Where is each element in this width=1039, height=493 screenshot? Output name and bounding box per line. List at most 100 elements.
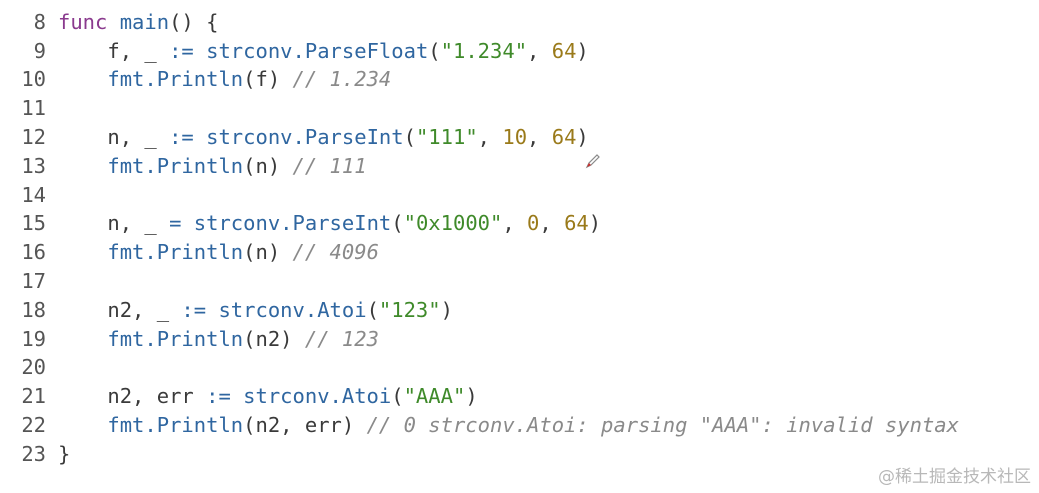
code-token: 10 bbox=[502, 124, 528, 149]
code-token: (n) bbox=[243, 240, 293, 265]
code-token: fmt.Println bbox=[107, 67, 244, 92]
line-content: n2, err := strconv.Atoi("AAA") bbox=[58, 382, 477, 411]
line-content: n, _ = strconv.ParseInt("0x1000", 0, 64) bbox=[58, 209, 601, 238]
line-content: fmt.Println(n) // 4096 bbox=[58, 238, 379, 267]
line-number: 22 bbox=[21, 412, 46, 437]
code-line[interactable]: 15 n, _ = strconv.ParseInt("0x1000", 0, … bbox=[0, 209, 1039, 238]
code-line[interactable]: 19 fmt.Println(n2) // 123 bbox=[0, 325, 1039, 354]
line-number: 12 bbox=[21, 124, 46, 149]
code-token: // 123 bbox=[304, 326, 379, 351]
pencil-cursor-icon bbox=[585, 154, 600, 169]
code-token: , bbox=[502, 211, 528, 236]
code-token: n2, _ bbox=[58, 297, 182, 322]
code-token: 64 bbox=[564, 211, 589, 236]
line-number: 10 bbox=[21, 67, 46, 92]
code-token: := bbox=[206, 384, 231, 409]
code-token: n2, err bbox=[58, 384, 207, 409]
line-content: fmt.Println(n2) // 123 bbox=[58, 325, 379, 354]
code-token: fmt.Println bbox=[107, 326, 244, 351]
code-line[interactable]: 14 bbox=[0, 181, 1039, 210]
code-line[interactable]: 9 f, _ := strconv.ParseFloat("1.234", 64… bbox=[0, 37, 1039, 66]
code-token: ) bbox=[576, 38, 589, 63]
code-line[interactable]: 8 func main() { bbox=[0, 8, 1039, 37]
code-line[interactable]: 12 n, _ := strconv.ParseInt("111", 10, 6… bbox=[0, 123, 1039, 152]
code-token: n, _ bbox=[58, 211, 170, 236]
code-line[interactable]: 20 bbox=[0, 353, 1039, 382]
line-number: 9 bbox=[33, 38, 46, 63]
line-content: fmt.Println(n2, err) // 0 strconv.Atoi: … bbox=[58, 411, 959, 440]
line-content: } bbox=[58, 440, 70, 469]
line-number: 20 bbox=[21, 355, 46, 380]
code-token: // 4096 bbox=[292, 240, 379, 265]
code-area[interactable]: 78func main() {9 f, _ := strconv.ParseFl… bbox=[0, 0, 1039, 469]
code-token: // 111 bbox=[292, 153, 367, 178]
code-line[interactable]: 16 fmt.Println(n) // 4096 bbox=[0, 238, 1039, 267]
code-token bbox=[231, 384, 243, 408]
line-number: 18 bbox=[21, 297, 46, 322]
line-number: 16 bbox=[21, 240, 46, 265]
code-token: , bbox=[539, 211, 565, 236]
code-token: "AAA" bbox=[403, 384, 466, 409]
line-number: 8 bbox=[33, 9, 46, 34]
code-token: "0x1000" bbox=[403, 211, 503, 236]
code-line[interactable]: 18 n2, _ := strconv.Atoi("123") bbox=[0, 296, 1039, 325]
code-token: = bbox=[169, 211, 182, 236]
code-token: n, _ bbox=[58, 124, 170, 149]
code-token: 64 bbox=[551, 38, 577, 63]
code-line[interactable]: 13 fmt.Println(n) // 111 bbox=[0, 152, 1039, 181]
code-token: "111" bbox=[415, 124, 478, 149]
code-token: // 0 strconv.Atoi: parsing "AAA": invali… bbox=[366, 412, 959, 437]
code-token: , bbox=[477, 124, 503, 149]
line-number: 7 bbox=[0, 0, 58, 8]
code-token: ) bbox=[440, 297, 453, 322]
code-token bbox=[194, 39, 206, 63]
line-number: 15 bbox=[21, 211, 46, 236]
line-number: 23 bbox=[21, 441, 46, 466]
watermark: @稀土掘金技术社区 bbox=[878, 467, 1031, 487]
line-number: 13 bbox=[21, 153, 46, 178]
code-token: 0 bbox=[527, 211, 540, 236]
code-line[interactable]: 22 fmt.Println(n2, err) // 0 strconv.Ato… bbox=[0, 411, 1039, 440]
code-token: strconv.ParseInt bbox=[206, 124, 404, 149]
code-token: , bbox=[527, 124, 552, 149]
line-number: 17 bbox=[21, 268, 46, 293]
code-token: } bbox=[58, 441, 71, 466]
line-number: 21 bbox=[21, 384, 46, 409]
code-token bbox=[206, 298, 218, 322]
code-token: f, _ bbox=[58, 38, 170, 63]
code-token bbox=[194, 125, 206, 149]
code-line[interactable]: 21 n2, err := strconv.Atoi("AAA") bbox=[0, 382, 1039, 411]
code-token: (n) bbox=[243, 153, 293, 178]
code-token: ( bbox=[391, 211, 404, 236]
code-token: func bbox=[58, 9, 108, 34]
code-token: fmt.Println bbox=[107, 412, 244, 437]
code-token bbox=[58, 327, 107, 351]
line-content: fmt.Println(f) // 1.234 bbox=[58, 65, 391, 94]
code-token: strconv.ParseInt bbox=[193, 211, 392, 236]
code-line[interactable]: 7 bbox=[0, 0, 1039, 8]
line-content: n, _ := strconv.ParseInt("111", 10, 64) bbox=[58, 123, 588, 152]
code-token: ( bbox=[366, 297, 379, 322]
code-token bbox=[107, 10, 119, 34]
line-content: func main() { bbox=[58, 8, 218, 37]
line-number: 14 bbox=[21, 182, 46, 207]
code-line[interactable]: 10 fmt.Println(f) // 1.234 bbox=[0, 65, 1039, 94]
line-content: n2, _ := strconv.Atoi("123") bbox=[58, 296, 453, 325]
code-line[interactable]: 11 bbox=[0, 94, 1039, 123]
code-token: fmt.Println bbox=[107, 240, 244, 265]
line-content: f, _ := strconv.ParseFloat("1.234", 64) bbox=[58, 37, 589, 66]
code-token: 64 bbox=[551, 124, 577, 149]
code-token: "123" bbox=[378, 297, 441, 322]
code-token: "1.234" bbox=[440, 38, 528, 63]
code-line[interactable]: 23} bbox=[0, 440, 1039, 469]
code-token: strconv.Atoi bbox=[218, 297, 367, 322]
code-token: := bbox=[169, 124, 194, 149]
line-number: 19 bbox=[21, 326, 46, 351]
code-token bbox=[181, 211, 193, 235]
code-token: (n2) bbox=[243, 326, 305, 351]
code-token: := bbox=[169, 38, 194, 63]
code-token: (n2, err) bbox=[243, 412, 367, 437]
code-line[interactable]: 17 bbox=[0, 267, 1039, 296]
code-token: (f) bbox=[243, 67, 293, 92]
